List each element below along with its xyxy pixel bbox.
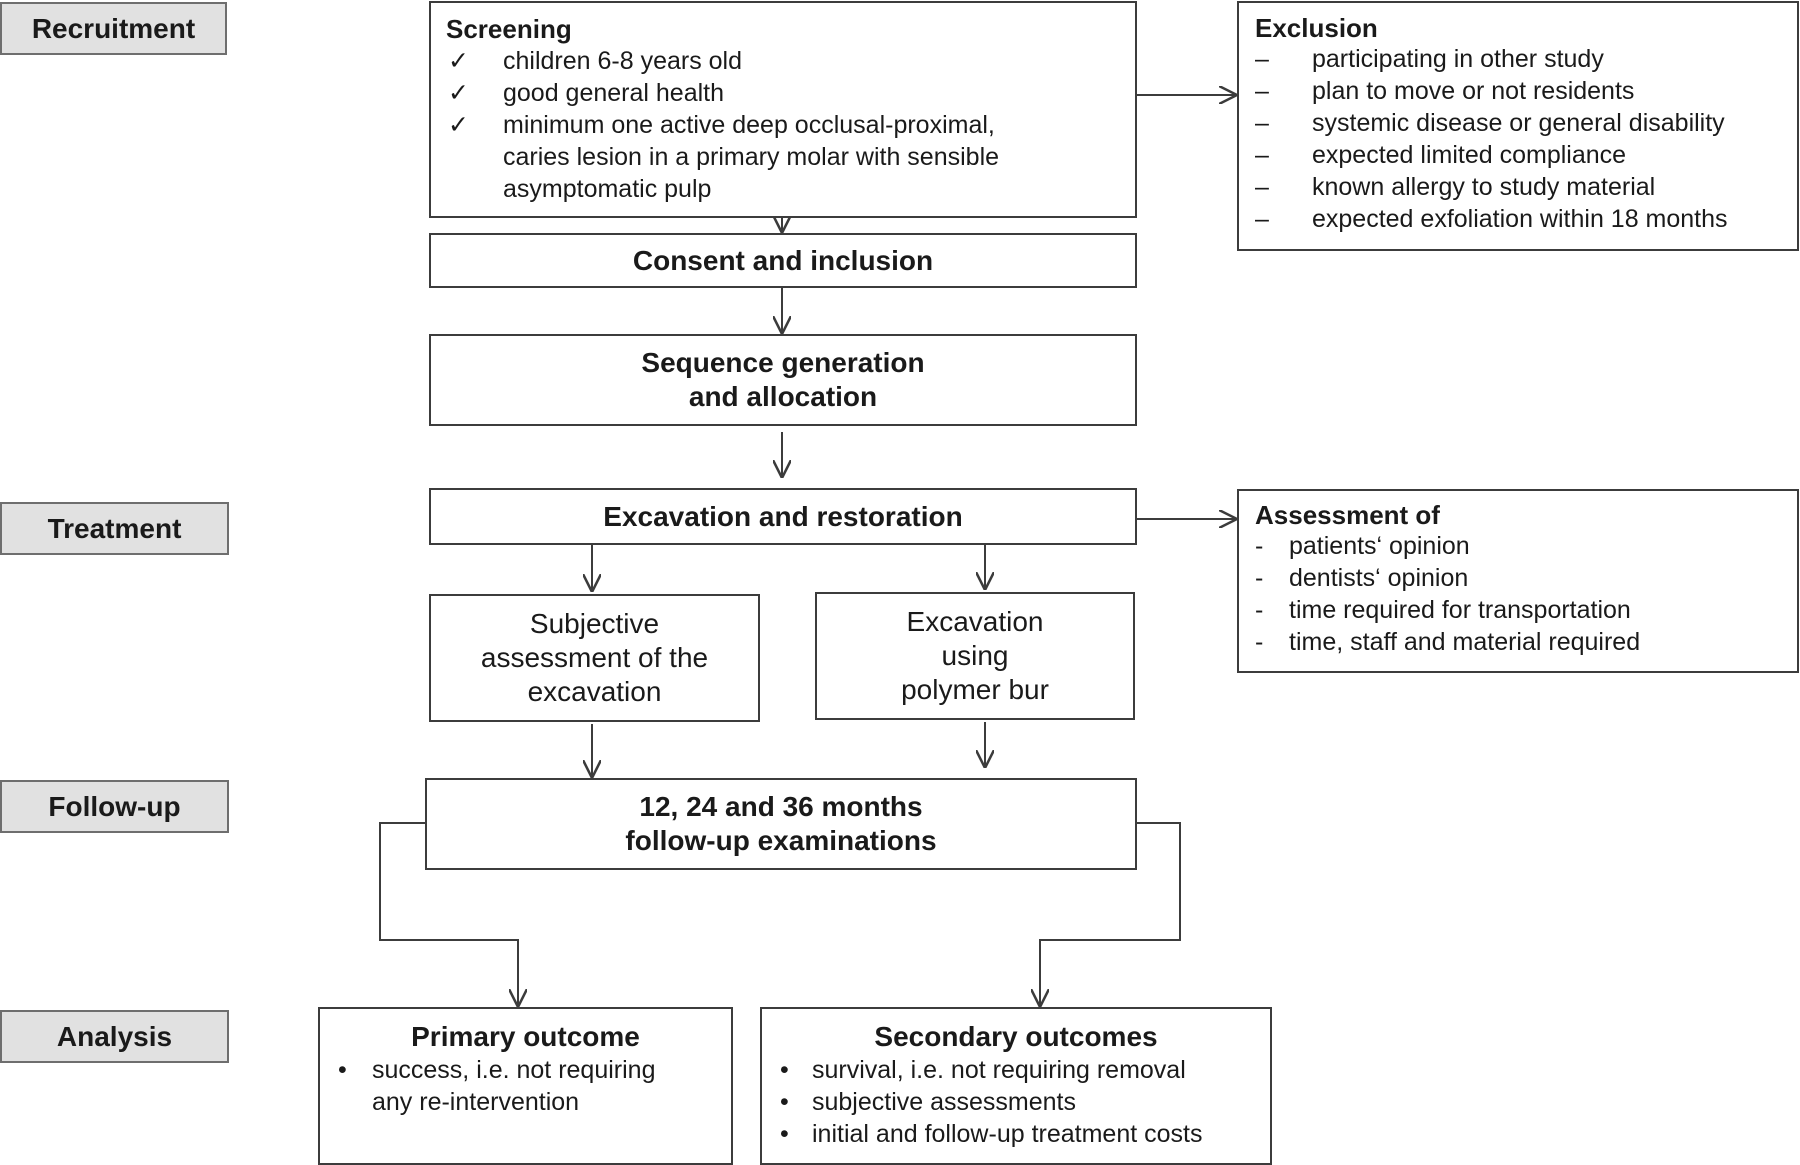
primary-outcome-box: Primary outcome • success, i.e. not requ… [318, 1007, 733, 1165]
exclusion-criterion: – systemic disease or general disability [1255, 107, 1797, 139]
exclusion-criterion: – participating in other study [1255, 43, 1797, 75]
screening-box: Screening ✓ children 6-8 years old ✓ goo… [429, 1, 1137, 218]
screening-criterion: ✓ children 6-8 years old [446, 45, 1056, 77]
polymer-bur-box: Excavation using polymer bur [815, 592, 1135, 720]
stage-analysis: Analysis [0, 1010, 229, 1063]
polymer-line2: using [941, 640, 1009, 671]
bullet-icon: • [338, 1056, 347, 1084]
exclusion-criterion: – plan to move or not residents [1255, 75, 1797, 107]
assessment-item: - patients‘ opinion [1255, 530, 1797, 562]
stage-followup: Follow-up [0, 780, 229, 833]
exclusion-criterion-text: plan to move or not residents [1312, 77, 1635, 105]
dash-icon: – [1255, 141, 1269, 169]
dash-icon: - [1255, 532, 1264, 560]
exclusion-criterion-text: expected limited compliance [1312, 141, 1627, 169]
check-icon: ✓ [448, 47, 469, 75]
primary-outcome-list: • success, i.e. not requiring any re-int… [336, 1054, 686, 1118]
stage-recruitment: Recruitment [0, 2, 227, 55]
screening-criterion-text: children 6-8 years old [503, 47, 743, 75]
screening-criterion: ✓ good general health [446, 77, 1056, 109]
bullet-icon: • [780, 1088, 789, 1116]
secondary-outcomes-box: Secondary outcomes • survival, i.e. not … [760, 1007, 1272, 1165]
primary-outcome-text: success, i.e. not requiring any re-inter… [372, 1056, 656, 1116]
screening-criteria-list: ✓ children 6-8 years old ✓ good general … [446, 45, 1056, 205]
screening-criterion-text: minimum one active deep occlusal-proxima… [503, 111, 1000, 203]
followup-line1: 12, 24 and 36 months [639, 791, 923, 822]
check-icon: ✓ [448, 79, 469, 107]
dash-icon: – [1255, 205, 1269, 233]
assessment-item: - time, staff and material required [1255, 626, 1797, 658]
exclusion-criterion-text: expected exfoliation within 18 months [1312, 205, 1728, 233]
polymer-line3: polymer bur [901, 674, 1049, 705]
dash-icon: – [1255, 109, 1269, 137]
assessment-list: - patients‘ opinion - dentists‘ opinion … [1255, 530, 1797, 658]
secondary-outcome-item: • initial and follow-up treatment costs [778, 1118, 1270, 1150]
sequence-box: Sequence generation and allocation [429, 334, 1137, 426]
sequence-title-line1: Sequence generation [641, 347, 925, 378]
exclusion-criterion-text: participating in other study [1312, 45, 1604, 73]
exclusion-criterion: – expected exfoliation within 18 months [1255, 203, 1797, 235]
bullet-icon: • [780, 1056, 789, 1084]
exclusion-title: Exclusion [1255, 13, 1378, 43]
consent-title: Consent and inclusion [632, 244, 934, 276]
arrow-followup-to-secondary [1040, 822, 1181, 1007]
assessment-item-text: time required for transportation [1289, 596, 1631, 624]
assessment-item-text: patients‘ opinion [1289, 532, 1470, 560]
dash-icon: – [1255, 173, 1269, 201]
subjective-line2: assessment of the [480, 642, 709, 673]
dash-icon: - [1255, 628, 1264, 656]
arrow-followup-to-primary [379, 822, 518, 1007]
dash-icon: - [1255, 596, 1264, 624]
assessment-item: - time required for transportation [1255, 594, 1797, 626]
secondary-outcome-text: initial and follow-up treatment costs [812, 1120, 1203, 1148]
dash-icon: – [1255, 45, 1269, 73]
subjective-line3: excavation [527, 676, 662, 707]
dash-icon: – [1255, 77, 1269, 105]
exclusion-criteria-list: – participating in other study – plan to… [1255, 43, 1797, 235]
assessment-title: Assessment of [1255, 500, 1440, 530]
followup-box: 12, 24 and 36 months follow-up examinati… [425, 778, 1137, 870]
screening-criterion-text: good general health [503, 79, 725, 107]
screening-criterion: ✓ minimum one active deep occlusal-proxi… [446, 109, 1056, 205]
assessment-box: Assessment of - patients‘ opinion - dent… [1237, 489, 1799, 673]
secondary-outcomes-title: Secondary outcomes [874, 1021, 1158, 1052]
secondary-outcome-text: survival, i.e. not requiring removal [812, 1056, 1186, 1084]
primary-outcome-item: • success, i.e. not requiring any re-int… [336, 1054, 686, 1118]
assessment-item-text: time, staff and material required [1289, 628, 1641, 656]
assessment-item: - dentists‘ opinion [1255, 562, 1797, 594]
subjective-assessment-box: Subjective assessment of the excavation [429, 594, 760, 722]
stage-treatment: Treatment [0, 502, 229, 555]
exclusion-criterion: – known allergy to study material [1255, 171, 1797, 203]
secondary-outcome-item: • subjective assessments [778, 1086, 1270, 1118]
consent-box: Consent and inclusion [429, 233, 1137, 288]
assessment-item-text: dentists‘ opinion [1289, 564, 1469, 592]
secondary-outcomes-list: • survival, i.e. not requiring removal •… [778, 1054, 1270, 1150]
excavation-restoration-title: Excavation and restoration [603, 500, 963, 532]
dash-icon: - [1255, 564, 1264, 592]
exclusion-criterion-text: known allergy to study material [1312, 173, 1656, 201]
subjective-line1: Subjective [529, 608, 660, 639]
secondary-outcome-item: • survival, i.e. not requiring removal [778, 1054, 1270, 1086]
polymer-line1: Excavation [906, 606, 1044, 637]
exclusion-box: Exclusion – participating in other study… [1237, 1, 1799, 251]
check-icon: ✓ [448, 111, 469, 139]
screening-title: Screening [446, 14, 572, 44]
followup-line2: follow-up examinations [625, 825, 937, 856]
primary-outcome-title: Primary outcome [411, 1021, 640, 1052]
exclusion-criterion-text: systemic disease or general disability [1312, 109, 1725, 137]
secondary-outcome-text: subjective assessments [812, 1088, 1077, 1116]
sequence-title-line2: and allocation [688, 381, 878, 412]
excavation-restoration-box: Excavation and restoration [429, 488, 1137, 545]
bullet-icon: • [780, 1120, 789, 1148]
exclusion-criterion: – expected limited compliance [1255, 139, 1797, 171]
